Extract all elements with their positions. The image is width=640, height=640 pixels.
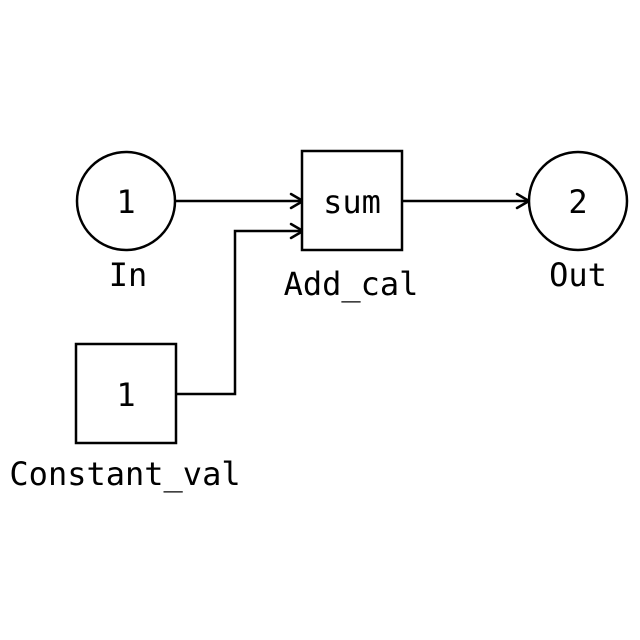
constant-label: Constant_val: [9, 455, 240, 493]
outport-label: Out: [549, 256, 607, 294]
add-operator-text: sum: [323, 183, 381, 221]
outport-number: 2: [568, 183, 587, 221]
inport-block[interactable]: 1 In: [77, 152, 175, 294]
wire-constant-to-add[interactable]: [176, 231, 302, 394]
constant-value: 1: [116, 376, 135, 414]
constant-block[interactable]: 1 Constant_val: [9, 344, 240, 493]
inport-label: In: [109, 256, 148, 294]
inport-number: 1: [116, 183, 135, 221]
outport-block[interactable]: 2 Out: [529, 152, 627, 294]
add-label: Add_cal: [284, 265, 419, 303]
add-block[interactable]: sum Add_cal: [284, 151, 419, 303]
